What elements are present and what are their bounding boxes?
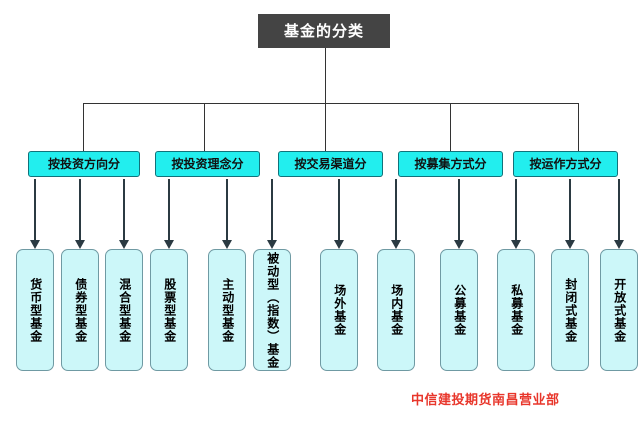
connector-drop-2	[325, 103, 326, 151]
leaf-arrow-line-10	[569, 179, 571, 240]
leaf-node-0[interactable]: 货币型基金	[16, 249, 54, 371]
leaf-arrow-head-3	[164, 240, 174, 249]
leaf-node-label: 被动型（指数）基金	[265, 251, 280, 369]
connector-drop-0	[83, 103, 84, 151]
category-node-label: 按投资理念分	[171, 157, 244, 171]
leaf-arrow-line-9	[515, 179, 517, 240]
leaf-arrow-line-11	[618, 179, 620, 240]
category-node-2[interactable]: 按交易渠道分	[278, 151, 383, 177]
leaf-node-label: 封闭式基金	[563, 277, 578, 343]
leaf-node-label: 债券型基金	[73, 277, 88, 343]
leaf-arrow-head-4	[222, 240, 232, 249]
leaf-arrow-head-5	[267, 240, 277, 249]
leaf-node-6[interactable]: 场外基金	[320, 249, 358, 371]
leaf-arrow-line-3	[168, 179, 170, 240]
leaf-node-label: 公募基金	[452, 284, 467, 336]
category-node-3[interactable]: 按募集方式分	[398, 151, 503, 177]
category-node-0[interactable]: 按投资方向分	[28, 151, 140, 177]
connector-trunk	[325, 48, 326, 103]
category-node-1[interactable]: 按投资理念分	[155, 151, 260, 177]
leaf-node-7[interactable]: 场内基金	[377, 249, 415, 371]
leaf-arrow-head-6	[334, 240, 344, 249]
connector-bus	[83, 103, 578, 104]
leaf-arrow-line-1	[79, 179, 81, 240]
leaf-arrow-head-7	[391, 240, 401, 249]
leaf-arrow-head-10	[565, 240, 575, 249]
leaf-arrow-line-6	[338, 179, 340, 240]
connector-drop-1	[204, 103, 205, 151]
leaf-node-3[interactable]: 股票型基金	[150, 249, 188, 371]
leaf-arrow-head-8	[454, 240, 464, 249]
leaf-node-label: 开放式基金	[612, 277, 627, 343]
leaf-arrow-line-7	[395, 179, 397, 240]
leaf-node-5[interactable]: 被动型（指数）基金	[253, 249, 291, 371]
connector-drop-4	[578, 103, 579, 151]
category-node-label: 按交易渠道分	[294, 157, 367, 171]
leaf-node-label: 私募基金	[509, 284, 524, 336]
category-node-label: 按募集方式分	[414, 157, 487, 171]
leaf-arrow-line-2	[123, 179, 125, 240]
leaf-node-2[interactable]: 混合型基金	[105, 249, 143, 371]
leaf-node-label: 主动型基金	[220, 277, 235, 343]
leaf-node-11[interactable]: 开放式基金	[600, 249, 638, 371]
category-node-4[interactable]: 按运作方式分	[513, 151, 618, 177]
category-node-label: 按投资方向分	[47, 157, 120, 171]
leaf-node-label: 混合型基金	[117, 277, 132, 343]
root-node-fund-classification: 基金的分类	[258, 14, 390, 48]
leaf-arrow-line-5	[271, 179, 273, 240]
leaf-node-1[interactable]: 债券型基金	[61, 249, 99, 371]
leaf-node-8[interactable]: 公募基金	[440, 249, 478, 371]
leaf-node-4[interactable]: 主动型基金	[208, 249, 246, 371]
leaf-arrow-head-0	[30, 240, 40, 249]
leaf-node-label: 股票型基金	[162, 277, 177, 343]
connector-drop-3	[450, 103, 451, 151]
watermark-text: 中信建投期货南昌营业部	[411, 393, 560, 408]
leaf-arrow-head-11	[614, 240, 624, 249]
leaf-node-label: 场外基金	[332, 284, 347, 336]
leaf-arrow-head-9	[511, 240, 521, 249]
leaf-arrow-line-0	[34, 179, 36, 240]
leaf-arrow-head-2	[119, 240, 129, 249]
category-node-label: 按运作方式分	[529, 157, 602, 171]
leaf-arrow-head-1	[75, 240, 85, 249]
leaf-node-9[interactable]: 私募基金	[497, 249, 535, 371]
leaf-arrow-line-4	[226, 179, 228, 240]
root-node-label: 基金的分类	[283, 21, 364, 40]
leaf-arrow-line-8	[458, 179, 460, 240]
leaf-node-label: 场内基金	[389, 284, 404, 336]
leaf-node-label: 货币型基金	[28, 277, 43, 343]
leaf-node-10[interactable]: 封闭式基金	[551, 249, 589, 371]
